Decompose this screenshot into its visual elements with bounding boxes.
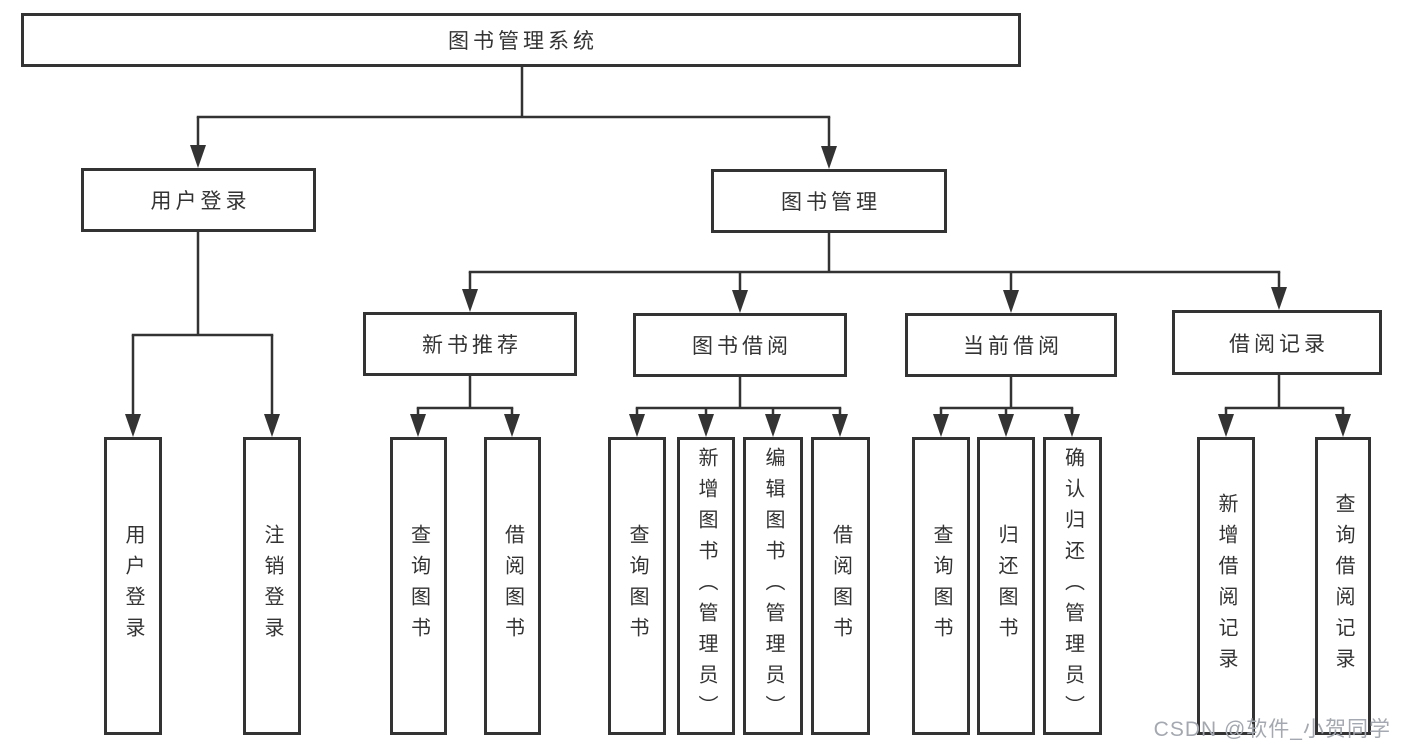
- leaf-user-login: 用户登录: [104, 437, 162, 735]
- leaf-query-book-3: 查询图书: [912, 437, 970, 735]
- leaf-query-book-2: 查询图书: [608, 437, 666, 735]
- leaf-query-book-3-label: 查询图书: [930, 524, 952, 648]
- leaf-user-login-label: 用户登录: [122, 524, 144, 648]
- node-user-login-label: 用户登录: [150, 190, 251, 213]
- leaf-query-book-2-label: 查询图书: [626, 524, 648, 648]
- leaf-logout: 注销登录: [243, 437, 301, 735]
- leaf-confirm-return-admin: 确认归还（管理员）: [1043, 437, 1102, 735]
- leaf-logout-label: 注销登录: [261, 524, 283, 648]
- node-current-borrow: 当前借阅: [905, 313, 1117, 377]
- node-root: 图书管理系统: [21, 13, 1021, 67]
- leaf-borrow-book-1-label: 借阅图书: [501, 524, 524, 648]
- leaf-confirm-return-admin-label: 确认归还（管理员）: [1061, 446, 1084, 726]
- leaf-add-book-admin-label: 新增图书（管理员）: [695, 446, 717, 726]
- leaf-borrow-book-1: 借阅图书: [484, 437, 541, 735]
- leaf-query-book-1: 查询图书: [390, 437, 447, 735]
- node-book-management-label: 图书管理: [781, 191, 881, 214]
- leaf-borrow-book-2-label: 借阅图书: [829, 524, 852, 648]
- leaf-borrow-book-2: 借阅图书: [811, 437, 870, 735]
- node-book-borrow-label: 图书借阅: [692, 335, 792, 358]
- leaf-add-borrow-record: 新增借阅记录: [1197, 437, 1255, 735]
- node-book-borrow: 图书借阅: [633, 313, 847, 377]
- node-borrow-records-label: 借阅记录: [1229, 332, 1329, 356]
- node-new-book-recommend-label: 新书推荐: [422, 334, 522, 357]
- leaf-query-borrow-record: 查询借阅记录: [1315, 437, 1371, 735]
- node-current-borrow-label: 当前借阅: [963, 335, 1063, 358]
- node-new-book-recommend: 新书推荐: [363, 312, 577, 376]
- node-user-login: 用户登录: [81, 168, 316, 232]
- leaf-edit-book-admin-label: 编辑图书（管理员）: [762, 446, 784, 726]
- node-root-label: 图书管理系统: [448, 30, 598, 53]
- node-borrow-records: 借阅记录: [1172, 310, 1382, 375]
- leaf-query-book-1-label: 查询图书: [407, 524, 430, 648]
- leaf-add-book-admin: 新增图书（管理员）: [677, 437, 735, 735]
- node-book-management: 图书管理: [711, 169, 947, 233]
- leaf-query-borrow-record-label: 查询借阅记录: [1332, 493, 1354, 679]
- leaf-return-book-label: 归还图书: [995, 524, 1017, 648]
- leaf-return-book: 归还图书: [977, 437, 1035, 735]
- leaf-add-borrow-record-label: 新增借阅记录: [1215, 493, 1237, 679]
- leaf-edit-book-admin: 编辑图书（管理员）: [743, 437, 803, 735]
